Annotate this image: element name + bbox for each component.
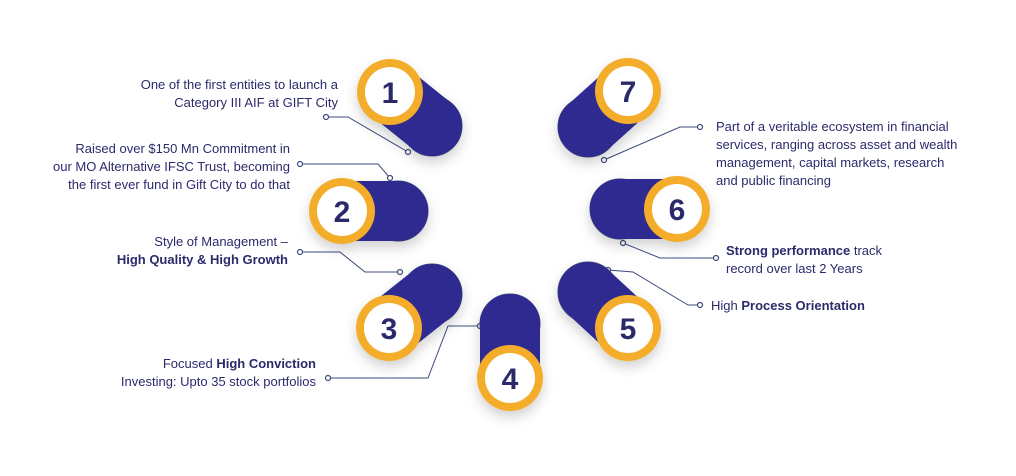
pill-1: 1 [357, 59, 463, 157]
pill-number-7: 7 [620, 76, 637, 109]
connector-6 [622, 242, 716, 259]
connector-2 [300, 163, 391, 179]
label-1: One of the first entities to launch a Ca… [140, 77, 338, 110]
label-3: Style of Management – High Quality & Hig… [116, 234, 288, 267]
pill-number-4: 4 [502, 363, 519, 396]
label-5: High Process Orientation [711, 298, 865, 313]
connector-3 [300, 251, 400, 273]
connector-5 [607, 269, 700, 306]
label-4: Focused High Conviction Investing: Upto … [120, 356, 316, 389]
label-6: Strong performance track record over las… [726, 243, 883, 276]
pill-4: 4 [477, 293, 543, 411]
connector-7 [603, 126, 700, 161]
pill-number-5: 5 [620, 313, 637, 346]
pill-2: 2 [309, 178, 429, 244]
label-2: Raised over $150 Mn Commitment in our MO… [53, 141, 290, 192]
connector-4 [328, 325, 480, 379]
pill-number-6: 6 [669, 194, 686, 227]
pill-number-3: 3 [381, 313, 398, 346]
pill-3: 3 [356, 263, 463, 361]
pill-number-2: 2 [334, 196, 351, 229]
label-7: Part of a veritable ecosystem in financi… [716, 119, 958, 188]
pill-7: 7 [557, 58, 661, 158]
pill-6: 6 [589, 176, 710, 242]
connector-1 [326, 116, 409, 153]
pill-5: 5 [557, 261, 661, 361]
pill-number-1: 1 [382, 77, 399, 110]
